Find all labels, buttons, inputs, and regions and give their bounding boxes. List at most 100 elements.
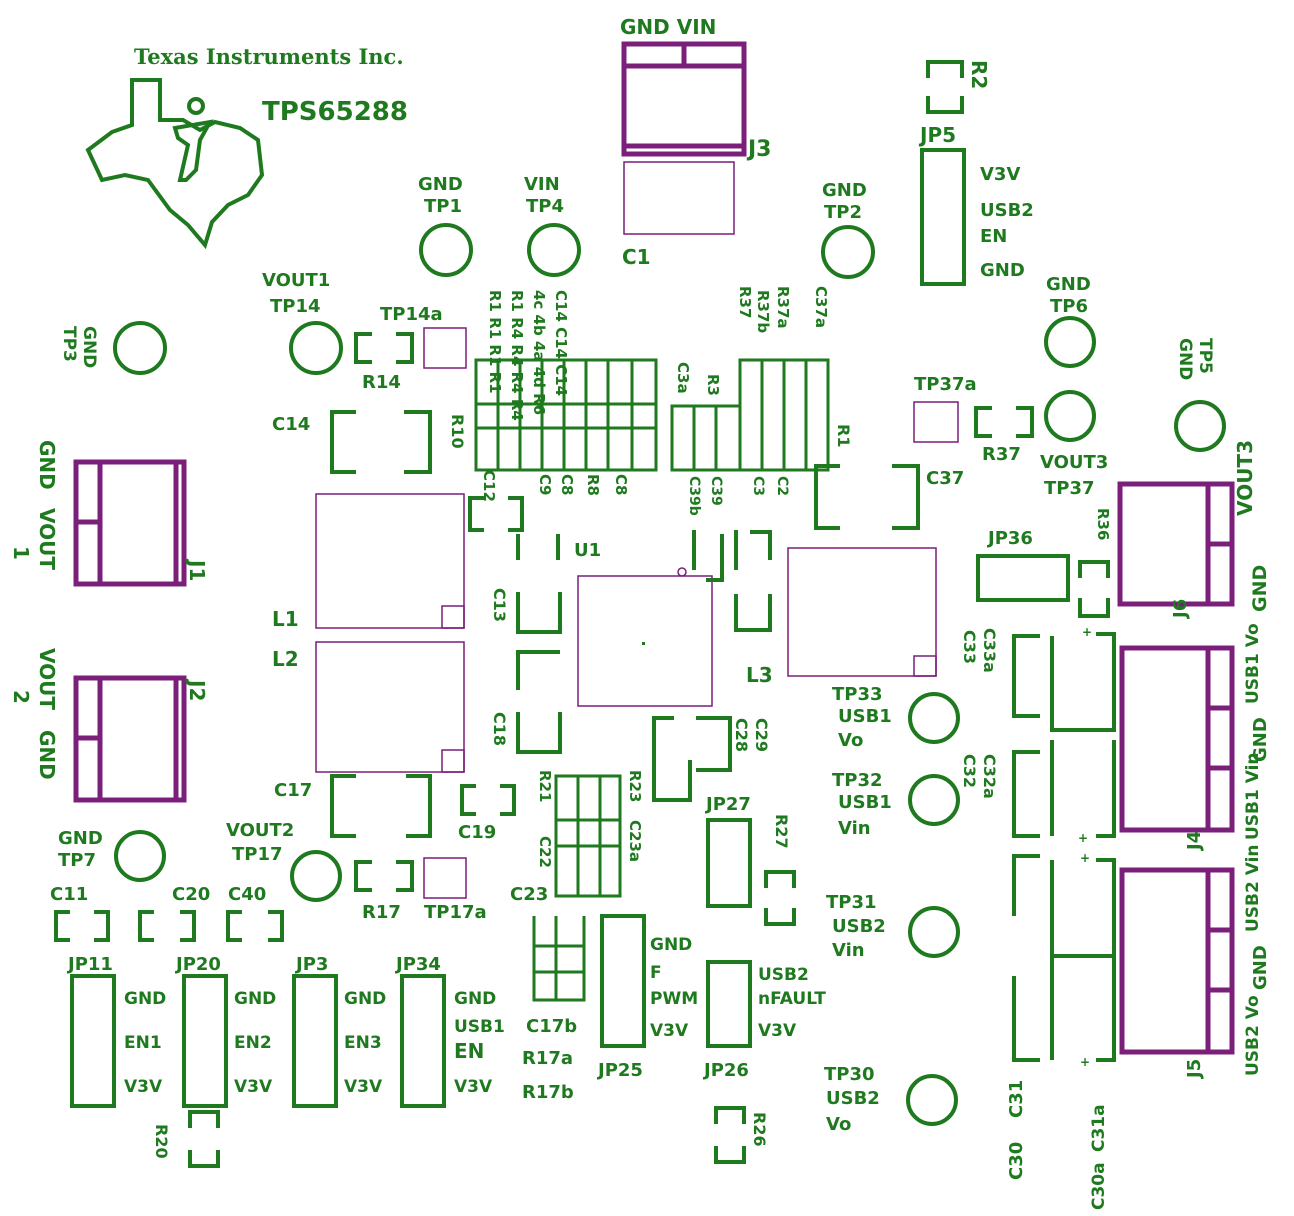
tp30-pad xyxy=(906,1074,958,1126)
j6-label: J6 xyxy=(1170,599,1191,620)
jp25-pin2: F xyxy=(650,963,662,983)
r17b-label: R17b xyxy=(522,1082,574,1103)
jp3-header xyxy=(292,974,338,1108)
tp4-label: TP4 xyxy=(526,196,564,217)
l3-outline xyxy=(787,547,937,677)
r37-label: R37 xyxy=(736,286,754,318)
c40-label: C40 xyxy=(228,884,266,905)
c9-label: C9 xyxy=(536,474,554,495)
r21-label: R21 xyxy=(536,770,554,802)
l1-outline xyxy=(315,493,465,629)
jp25-pin3: PWM xyxy=(650,989,698,1009)
jp5-header xyxy=(920,148,966,286)
j1-net-vout: VOUT xyxy=(35,508,59,570)
jp25-header xyxy=(600,914,646,1048)
c14-label: C14 xyxy=(272,414,310,435)
ti-texas-logo-icon xyxy=(85,78,265,250)
r1-label: R1 xyxy=(834,424,853,447)
tp3-net: GND xyxy=(79,326,99,368)
res-array-row3: 4c 4b 4a 4d R6 xyxy=(530,290,548,415)
jp11-pin2: EN1 xyxy=(124,1033,162,1053)
r14-label: R14 xyxy=(362,372,401,393)
r27-label: R27 xyxy=(772,814,791,849)
r26-label: R26 xyxy=(750,1112,769,1147)
tp6-label: TP6 xyxy=(1050,296,1088,317)
jp34-pin2: USB1 xyxy=(454,1017,505,1037)
jp36-label: JP36 xyxy=(986,528,1033,549)
c8-label: C8 xyxy=(558,474,576,495)
r20-footprint xyxy=(188,1110,220,1168)
tp2-net: GND xyxy=(822,180,867,201)
tp30-label: TP30 xyxy=(824,1064,875,1085)
j4-label: J4 xyxy=(1184,831,1205,852)
c1-outline xyxy=(623,161,735,235)
jp20-header xyxy=(182,974,228,1108)
c19-footprint xyxy=(460,784,516,816)
jp5-pin3: EN xyxy=(980,226,1007,247)
tp14-pad xyxy=(289,321,343,375)
j6-gnd-net: GND xyxy=(1249,565,1271,612)
c30-footprint xyxy=(1012,854,1116,1062)
tp4-net: VIN xyxy=(524,174,560,195)
tp5-pad xyxy=(1174,400,1226,452)
j5-connector xyxy=(1119,867,1235,1055)
u1-outline xyxy=(577,575,713,707)
c37-footprint xyxy=(814,464,920,530)
r21-array-footprint xyxy=(554,774,622,898)
c33a-label: C33a xyxy=(980,628,999,673)
c18-label: C18 xyxy=(490,712,509,746)
jp26-pin2: nFAULT xyxy=(758,989,826,1009)
j1-net-num: 1 xyxy=(9,546,33,560)
j2-connector xyxy=(73,675,187,803)
c18-footprint xyxy=(516,650,562,754)
l2-label: L2 xyxy=(272,647,299,671)
jp26-label: JP26 xyxy=(702,1060,749,1081)
j6-connector xyxy=(1117,481,1235,607)
c39b-label: C39b xyxy=(686,476,702,516)
j2-net-vout: VOUT xyxy=(35,648,59,710)
r26-footprint xyxy=(714,1106,746,1164)
c17-footprint xyxy=(330,774,432,838)
jp5-pin1: V3V xyxy=(980,164,1020,185)
tp17a-label: TP17a xyxy=(424,902,487,923)
jp26-header xyxy=(706,960,752,1048)
tp1-pad xyxy=(419,223,473,277)
c11-footprint xyxy=(54,910,110,942)
j3-connector xyxy=(621,41,747,157)
jp3-label: JP3 xyxy=(294,954,328,975)
tp30-net1: USB2 xyxy=(826,1088,880,1109)
tp7-net: GND xyxy=(58,828,103,849)
tp2-label: TP2 xyxy=(824,202,862,223)
jp3-pin1: GND xyxy=(344,989,386,1009)
r27-footprint xyxy=(764,870,796,926)
tp32-net2: Vin xyxy=(838,818,871,839)
c3-label: C3 xyxy=(750,476,766,496)
jp20-label: JP20 xyxy=(174,954,221,975)
c33-footprint xyxy=(1012,632,1116,732)
c31a-label: C31a xyxy=(1089,1104,1109,1152)
c13-label: C13 xyxy=(490,588,509,622)
jp25-label: JP25 xyxy=(596,1060,643,1081)
tp31-net1: USB2 xyxy=(832,916,886,937)
c30-label: C30 xyxy=(1006,1142,1027,1180)
c2-label: C2 xyxy=(774,476,790,496)
r3-label: R3 xyxy=(704,374,722,396)
tp2-pad xyxy=(821,225,875,279)
c-upper-footprint xyxy=(516,534,560,560)
jp34-pin3: EN xyxy=(454,1039,484,1063)
c17-label: C17 xyxy=(274,780,312,801)
j1-net-gnd: GND xyxy=(35,440,59,490)
c3a-label: C3a xyxy=(674,362,692,394)
tp4-pad xyxy=(527,223,581,277)
c12-label: C12 xyxy=(480,470,498,502)
c12-footprint xyxy=(468,496,524,532)
jp20-pin2: EN2 xyxy=(234,1033,272,1053)
c1-label: C1 xyxy=(622,245,651,269)
jp11-pin3: V3V xyxy=(124,1077,163,1097)
l1-label: L1 xyxy=(272,607,299,631)
c14-footprint xyxy=(330,410,432,474)
u1-center-dot xyxy=(642,642,645,645)
c32-label: C32 xyxy=(960,754,979,788)
tp14a-label: TP14a xyxy=(380,304,443,325)
c37-label: C37 xyxy=(926,468,964,489)
